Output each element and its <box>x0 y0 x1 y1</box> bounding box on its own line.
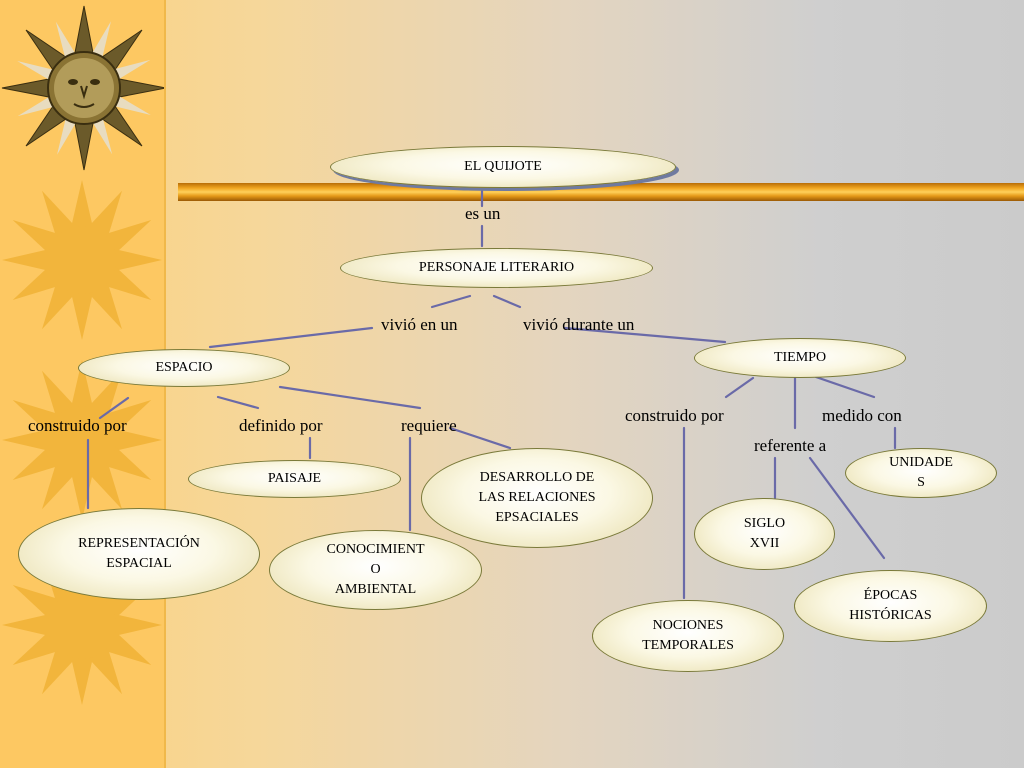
node-epocas-line2: HISTÓRICAS <box>849 608 932 623</box>
decorative-gold-bar <box>178 183 1024 201</box>
node-paisaje: PAISAJE <box>188 460 401 498</box>
node-desarrollo-line2: LAS RELACIONES <box>478 490 596 505</box>
node-unidades-line2: S <box>917 475 925 490</box>
node-personaje-literario: PERSONAJE LITERARIO <box>340 248 653 288</box>
node-siglo-line2: XVII <box>749 536 780 551</box>
node-personaje-literario-label: PERSONAJE LITERARIO <box>418 260 575 275</box>
node-conocimiento-ambiental: CONOCIMIENT O AMBIENTAL <box>269 530 482 610</box>
node-espacio-label: ESPACIO <box>155 360 213 375</box>
node-conocimiento-line3: AMBIENTAL <box>334 582 417 597</box>
node-el-quijote: EL QUIJOTE <box>330 146 676 188</box>
node-tiempo-label: TIEMPO <box>773 350 827 365</box>
link-label-es-un: es un <box>465 204 501 223</box>
node-desarrollo-line3: EPSACIALES <box>495 510 579 525</box>
node-representacion-line1: REPRESENTACIÓN <box>78 536 200 551</box>
link-label-construido-espacio: construido por <box>28 416 127 435</box>
node-desarrollo-relaciones: DESARROLLO DE LAS RELACIONES EPSACIALES <box>421 448 653 548</box>
node-representacion-espacial: REPRESENTACIÓN ESPACIAL <box>18 508 260 600</box>
node-paisaje-label: PAISAJE <box>267 471 322 486</box>
node-espacio: ESPACIO <box>78 349 290 387</box>
node-desarrollo-line1: DESARROLLO DE <box>479 470 595 485</box>
sun-face-icon <box>1 5 164 171</box>
node-nociones-line1: NOCIONES <box>652 618 724 633</box>
link-label-definido: definido por <box>239 416 323 435</box>
link-label-referente: referente a <box>754 436 827 455</box>
link-label-medido: medido con <box>822 406 902 425</box>
link-label-construido-tiempo: construido por <box>625 406 724 425</box>
node-unidades-line1: UNIDADE <box>889 455 953 470</box>
node-siglo-line1: SIGLO <box>743 516 786 531</box>
node-siglo-xvii: SIGLO XVII <box>694 498 835 570</box>
node-nociones-line2: TEMPORALES <box>642 638 734 653</box>
node-conocimiento-line1: CONOCIMIENT <box>326 542 425 557</box>
node-unidades: UNIDADE S <box>845 448 997 498</box>
node-nociones-temporales: NOCIONES TEMPORALES <box>592 600 784 672</box>
link-label-requiere: requiere <box>401 416 457 435</box>
link-label-vivio-en: vivió en un <box>381 315 458 334</box>
node-conocimiento-line2: O <box>370 562 381 577</box>
node-representacion-line2: ESPACIAL <box>106 556 172 571</box>
node-tiempo: TIEMPO <box>694 338 906 378</box>
node-el-quijote-label: EL QUIJOTE <box>464 159 542 174</box>
node-epocas-historicas: ÉPOCAS HISTÓRICAS <box>794 570 987 642</box>
node-epocas-line1: ÉPOCAS <box>863 588 918 603</box>
link-label-vivio-durante: vivió durante un <box>523 315 635 334</box>
